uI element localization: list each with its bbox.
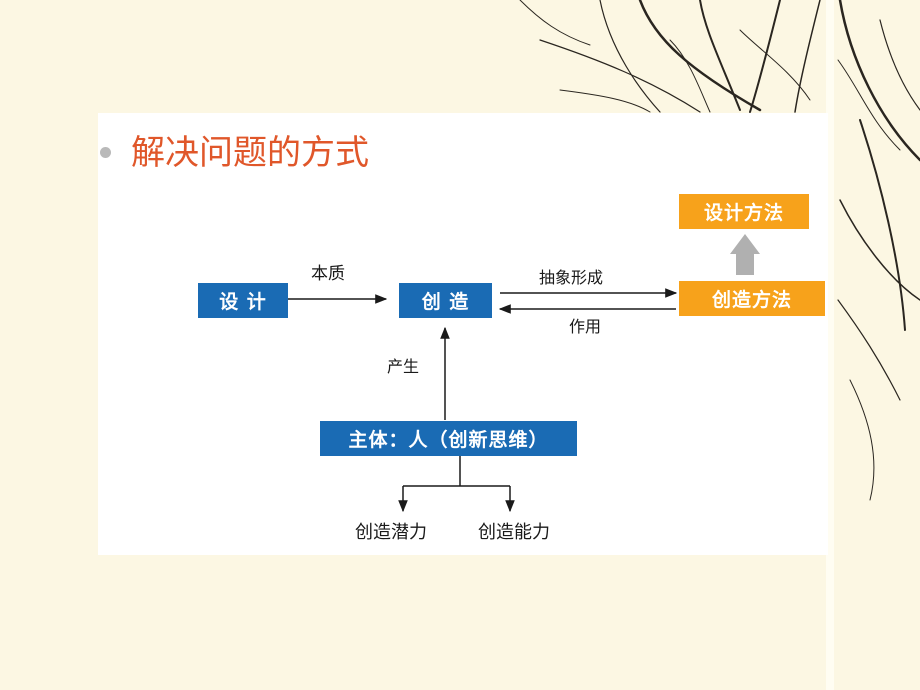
bullet-dot — [100, 147, 111, 158]
subject-box-label: 主体：人（创新思维） — [348, 429, 549, 451]
create-box: 创 造 — [399, 283, 492, 318]
output-ability: 创造能力 — [478, 522, 550, 543]
design-box-label: 设 计 — [219, 291, 267, 313]
label-abstract: 抽象形成 — [539, 268, 604, 287]
label-essence: 本质 — [311, 264, 345, 284]
slide-title: 解决问题的方式 — [131, 133, 369, 173]
output-potential: 创造潜力 — [355, 522, 427, 543]
create-method-label: 创造方法 — [711, 289, 792, 311]
create-method-box: 创造方法 — [679, 281, 825, 316]
create-box-label: 创 造 — [421, 291, 470, 313]
subject-box: 主体：人（创新思维） — [320, 421, 577, 456]
design-method-box: 设计方法 — [679, 194, 809, 229]
vertical-divider — [826, 0, 834, 690]
label-effect: 作用 — [569, 317, 602, 336]
content-panel — [98, 113, 828, 555]
label-produce: 产生 — [387, 357, 420, 376]
design-box: 设 计 — [198, 283, 288, 318]
design-method-label: 设计方法 — [703, 202, 784, 224]
up-arrow-icon — [730, 234, 760, 275]
